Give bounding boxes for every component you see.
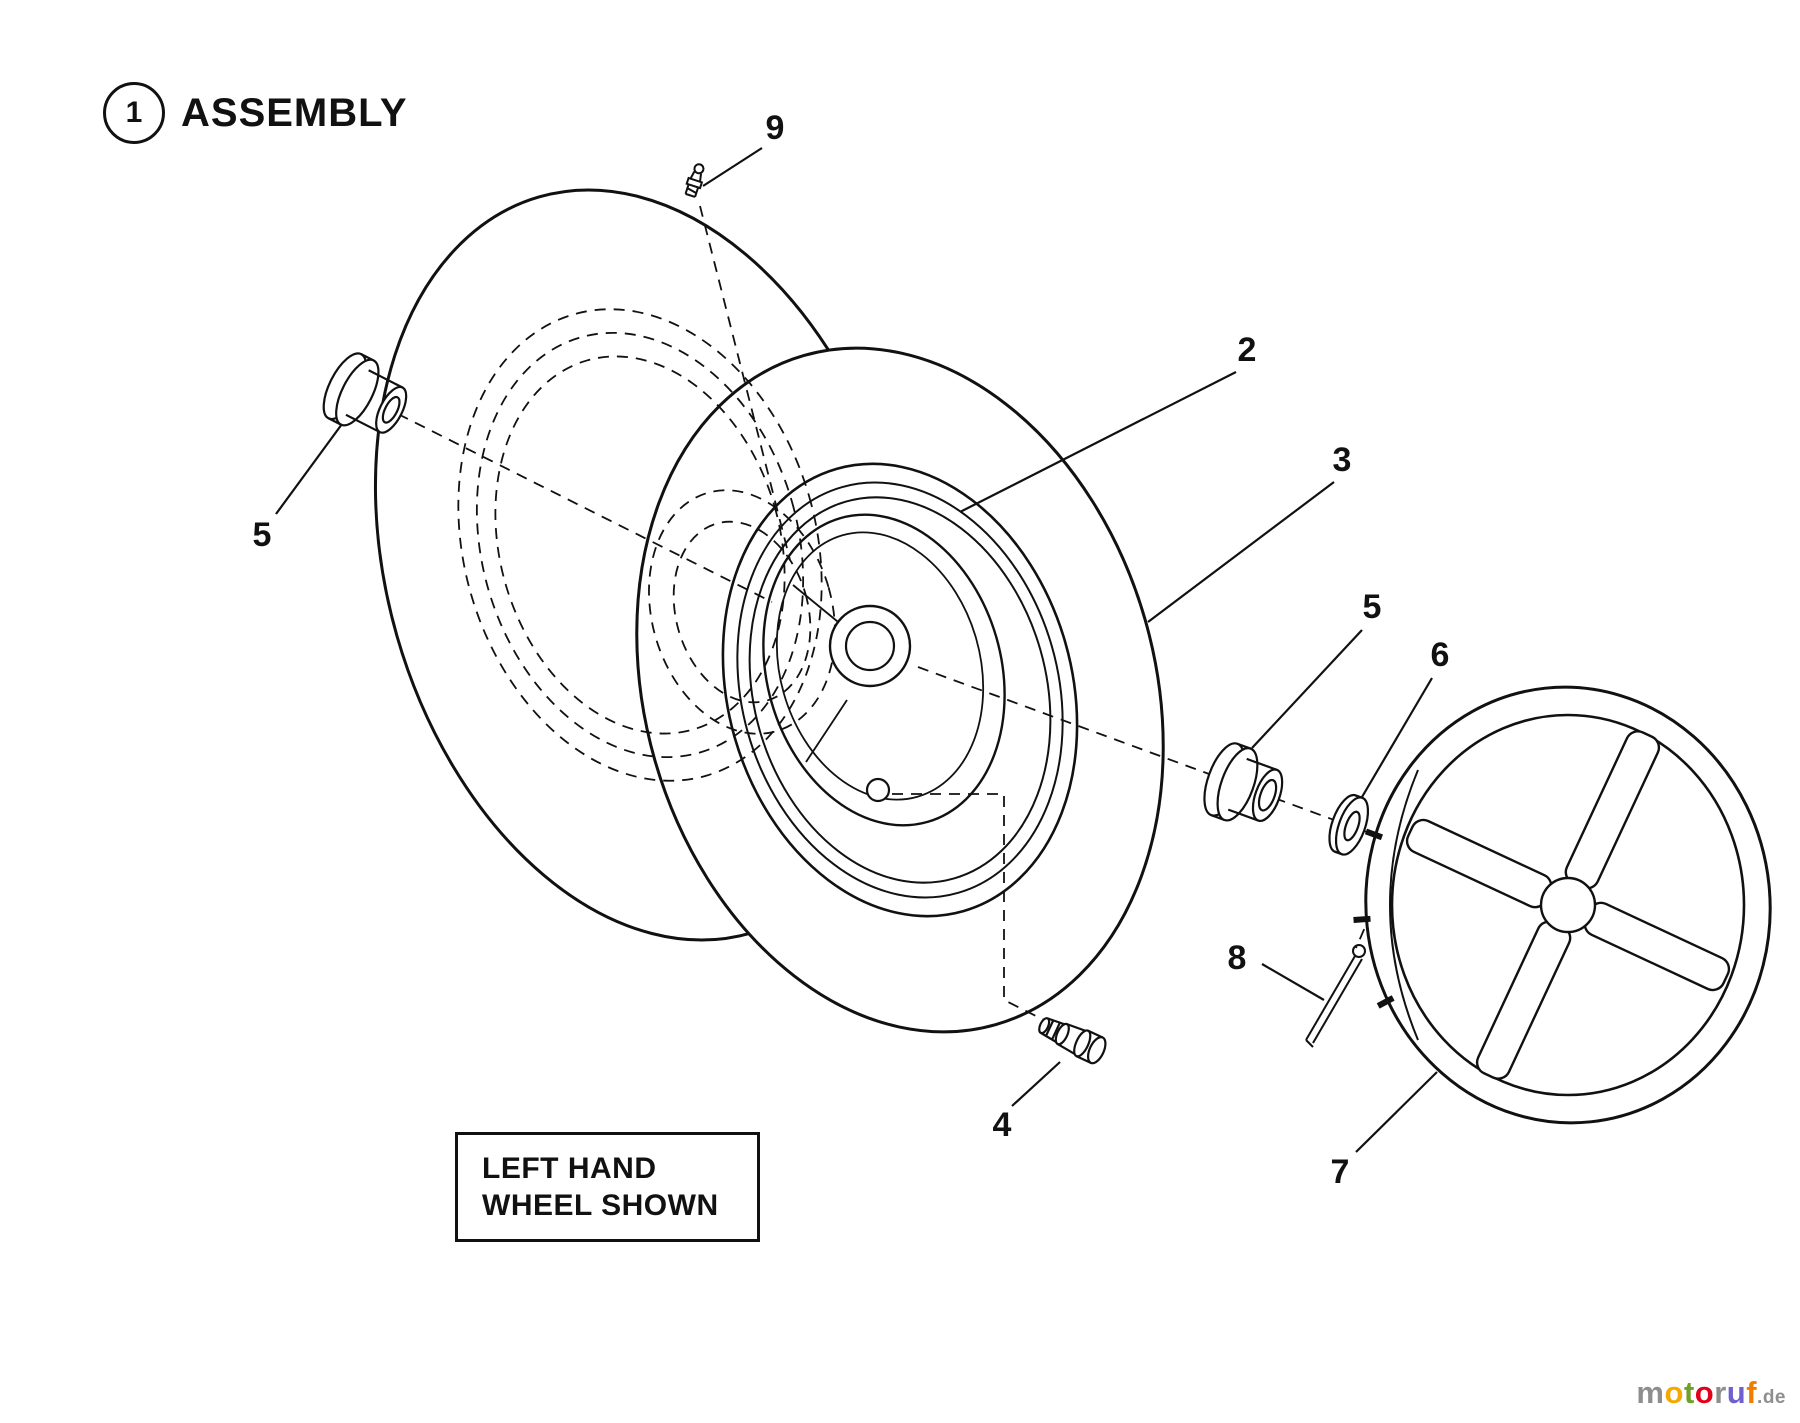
watermark-letter: u [1726, 1375, 1747, 1410]
callout-label-5-right: 5 [1362, 588, 1382, 626]
watermark-suffix: .de [1757, 1387, 1786, 1408]
leader-4 [1011, 1061, 1061, 1107]
page-title: ASSEMBLY [181, 90, 408, 135]
watermark-letter: f [1746, 1375, 1758, 1410]
callout-label-2: 2 [1237, 331, 1257, 369]
note-box: LEFT HAND WHEEL SHOWN [455, 1132, 760, 1242]
tire-drawing [373, 188, 1165, 1034]
valve-stem-axis [892, 793, 1045, 1021]
grease-fitting-part-9 [684, 163, 705, 198]
axis-line-left [397, 413, 773, 603]
watermark-letter: o [1664, 1375, 1684, 1410]
watermark-letter: r [1714, 1375, 1727, 1410]
leader-7 [1355, 1071, 1438, 1153]
leader-lines [275, 147, 1438, 1153]
callout-label-9: 9 [765, 109, 785, 147]
leader-5-right [1251, 629, 1363, 749]
step-number: 1 [125, 96, 143, 129]
note-line-1: LEFT HAND [482, 1152, 657, 1185]
callout-label-7: 7 [1330, 1153, 1350, 1191]
hubcap-spokes [1405, 730, 1731, 1080]
leader-5-left [275, 423, 343, 515]
rim-drawing [721, 462, 1079, 918]
callout-label-5-left: 5 [252, 516, 272, 554]
title-block: 1 ASSEMBLY [103, 82, 408, 144]
grease-fitting-axis [699, 205, 791, 561]
callout-label-3: 3 [1332, 441, 1352, 479]
bushing-part-5-right [1203, 742, 1284, 823]
leader-3 [1147, 481, 1335, 623]
callout-label-6: 6 [1430, 636, 1450, 674]
step-number-circle: 1 [103, 82, 165, 144]
leader-8 [1261, 963, 1325, 1001]
leader-6 [1361, 677, 1433, 798]
watermark-letter: m [1636, 1375, 1665, 1410]
hubcap-clips [1353, 828, 1395, 1009]
watermark-logo: motoruf.de [1636, 1375, 1786, 1411]
hubcap-part-7 [1353, 685, 1772, 1125]
callout-label-4: 4 [992, 1106, 1012, 1144]
hub-bore [844, 620, 896, 672]
leader-9 [702, 147, 763, 187]
valve-hole [865, 777, 891, 803]
callout-label-8: 8 [1227, 939, 1247, 977]
valve-stem-part-4 [1038, 1017, 1107, 1065]
note-line-2: WHEEL SHOWN [482, 1189, 719, 1222]
leader-2 [959, 371, 1237, 513]
cotter-pin-part-8 [1305, 944, 1366, 1048]
bushing-part-5-left [322, 352, 408, 434]
washer-part-6 [1328, 793, 1370, 856]
watermark-letter: o [1694, 1375, 1715, 1410]
watermark-letter: t [1683, 1375, 1695, 1410]
